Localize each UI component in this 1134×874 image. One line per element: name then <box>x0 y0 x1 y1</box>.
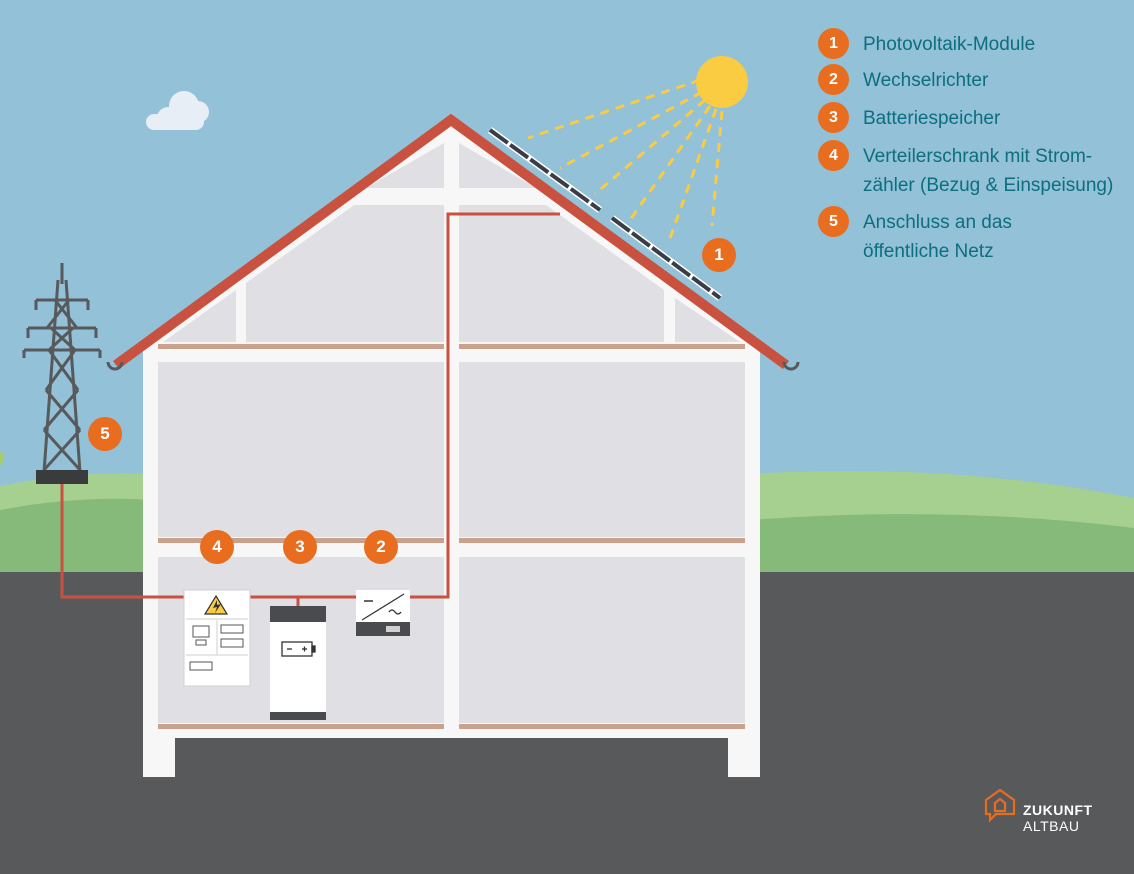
breaker-row <box>189 661 213 671</box>
ac-wave-icon <box>388 609 402 615</box>
zukunft-altbau-logo: ZUKUNFT ALTBAU <box>983 790 1103 836</box>
sun-rays <box>527 78 724 245</box>
legend-number: 2 <box>818 64 849 95</box>
gutter-left <box>106 361 124 371</box>
legend-label: Photovoltaik-Module <box>863 34 1036 55</box>
gable-room-left <box>366 143 444 188</box>
attic-room-right-small <box>675 298 740 342</box>
legend-label: Batteriespeicher <box>863 108 1001 129</box>
attic-room-right <box>459 205 664 342</box>
bush <box>0 451 4 465</box>
legend-number: 5 <box>818 206 849 237</box>
solar-panels <box>487 127 723 301</box>
gutter-right <box>782 361 800 371</box>
logo-text-line1: ZUKUNFT <box>1023 802 1093 818</box>
legend-number: 4 <box>818 140 849 171</box>
attic-room-left-small <box>163 290 236 342</box>
hill-right-dark <box>750 514 1134 572</box>
meter-icon <box>192 625 210 638</box>
battery-icon <box>281 641 316 657</box>
room-upper-left <box>158 362 444 537</box>
legend-label: Wechselrichter <box>863 70 989 91</box>
marker-battery: 3 <box>283 530 317 564</box>
electric-wire <box>60 212 560 599</box>
room-upper-right <box>459 362 745 537</box>
legend-label: Anschluss an das öffentliche Netz <box>863 212 1012 262</box>
inverter <box>356 590 410 636</box>
logo-text-line2: ALTBAU <box>1023 818 1080 834</box>
marker-distribution-cabinet: 4 <box>200 530 234 564</box>
legend-label: Verteilerschrank mit Strom- zähler (Bezu… <box>863 146 1114 196</box>
cloud <box>146 91 209 130</box>
distribution-cabinet <box>183 589 251 687</box>
marker-pv-modules: 1 <box>702 238 736 272</box>
attic-room-left <box>246 205 444 342</box>
breaker-row <box>220 624 244 634</box>
hill-left-dark <box>0 498 150 572</box>
legend-number: 1 <box>818 28 849 59</box>
marker-grid-connection: 5 <box>88 417 122 451</box>
battery-storage <box>270 606 326 720</box>
pylon-base <box>36 470 88 484</box>
sun <box>696 56 748 108</box>
zukunft-altbau-logo-icon <box>984 788 1016 823</box>
room-ground-right <box>459 557 745 723</box>
breaker-row <box>220 638 244 648</box>
legend-number: 3 <box>818 102 849 133</box>
power-pylon <box>22 263 102 473</box>
marker-inverter: 2 <box>364 530 398 564</box>
roof <box>113 113 789 370</box>
gable-room-right <box>459 143 536 188</box>
